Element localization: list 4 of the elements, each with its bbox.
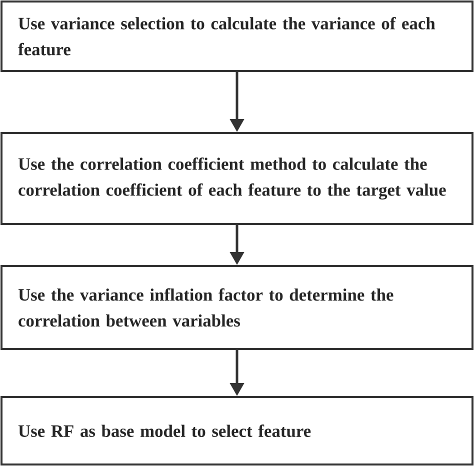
- process-box: Use the correlation coefficient method to calculate the correlation coefficient of each feature to the target value: [0, 132, 474, 225]
- process-box: Use the variance inflation factor to determine the correlation between variables: [0, 265, 474, 350]
- process-box: Use RF as base model to select feature: [0, 396, 474, 466]
- process-box: Use variance selection to calculate the variance of each feature: [0, 0, 474, 72]
